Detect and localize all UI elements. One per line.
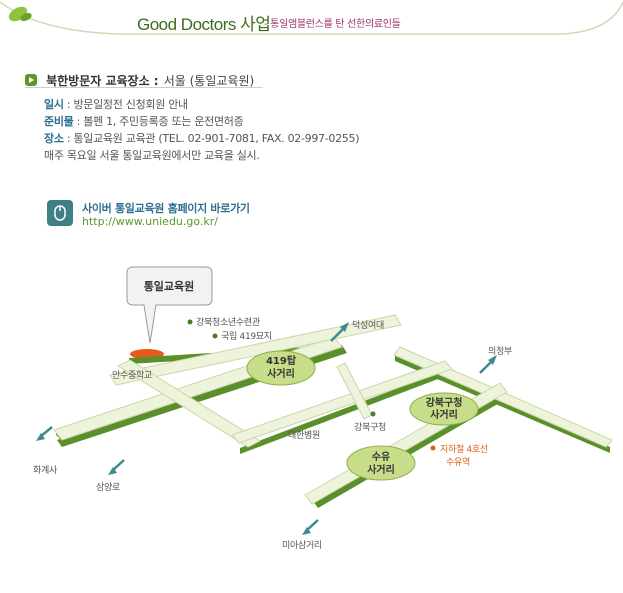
- svg-text:사거리: 사거리: [430, 408, 458, 421]
- label-samyangro: 삼양로: [96, 482, 120, 493]
- label-suyu-station: 수유역: [446, 457, 470, 468]
- label-hwagyesa: 화계사: [33, 464, 58, 476]
- intersection-419: 419탑 사거리: [246, 350, 316, 386]
- intersection-suyu: 수유 사거리: [346, 445, 416, 481]
- intersection-gangbuk: 강북구청 사거리: [409, 392, 479, 426]
- youth-center-dot: [187, 319, 193, 325]
- location-map: 통일교육원 419탑 사거리 강북구청 사거리: [33, 266, 613, 551]
- info-date: 일시 : 방문일정전 신청회원 안내: [44, 98, 188, 111]
- map-callout: 통일교육원: [126, 266, 213, 344]
- location-value: 서울 (통일교육원): [163, 74, 255, 88]
- leaf-icon: [8, 6, 32, 22]
- mouse-icon: [47, 200, 73, 226]
- svg-text:강북구청: 강북구청: [426, 396, 463, 409]
- location-heading: 북한방문자 교육장소 : 서울 (통일교육원): [25, 70, 263, 88]
- education-info: 일시 : 방문일정전 신청회원 안내 준비물 : 볼펜 1, 주민등록증 또는 …: [44, 96, 360, 164]
- page-tagline: - 통일앰블런스를 탄 선한의료인들: [264, 19, 401, 30]
- page-header: Good Doctors 사업 - 통일앰블런스를 탄 선한의료인들: [0, 0, 623, 40]
- page-title: Good Doctors 사업: [137, 15, 271, 34]
- cemetery-dot: [212, 333, 218, 339]
- label-youth-center: 강북청소년수련관: [196, 317, 260, 328]
- label-duksung: 덕성여대: [352, 319, 384, 331]
- info-note: 매주 목요일 서울 통일교육원에서만 교육을 실시.: [44, 149, 260, 162]
- label-subway: 지하철 4호선: [440, 444, 488, 455]
- roads: [53, 314, 613, 505]
- svg-text:수유: 수유: [372, 451, 390, 463]
- info-place: 장소 : 통일교육원 교육관 (TEL. 02-901-7081, FAX. 0…: [44, 132, 360, 145]
- svg-text:사거리: 사거리: [267, 367, 295, 380]
- gangbuk-district-dot: [370, 411, 376, 417]
- label-gangbuk-district: 강북구청: [354, 422, 386, 433]
- direction-arrows: [36, 322, 497, 535]
- location-label: 북한방문자 교육장소 :: [46, 74, 159, 88]
- label-uijeongbu: 의정부: [488, 346, 512, 357]
- label-daehan-hospital: 대한병원: [288, 430, 320, 441]
- svg-text:사거리: 사거리: [367, 463, 395, 476]
- heading-divider: [25, 87, 263, 88]
- subway-dot: [430, 445, 436, 451]
- label-miasageori: 미아삼거리: [282, 540, 322, 551]
- cyber-link-url[interactable]: http://www.uniedu.go.kr/: [82, 215, 219, 228]
- label-cemetery: 국립 419묘지: [221, 331, 272, 342]
- cyber-link-text[interactable]: 사이버 통일교육원 홈페이지 바로가기: [82, 202, 250, 215]
- label-ansu-school: 안수중학교: [112, 370, 152, 381]
- callout-label: 통일교육원: [144, 279, 195, 293]
- svg-text:419탑: 419탑: [266, 355, 297, 367]
- play-bullet-icon: [25, 74, 37, 86]
- info-prep: 준비물 : 볼펜 1, 주민등록증 또는 운전면허증: [44, 115, 244, 128]
